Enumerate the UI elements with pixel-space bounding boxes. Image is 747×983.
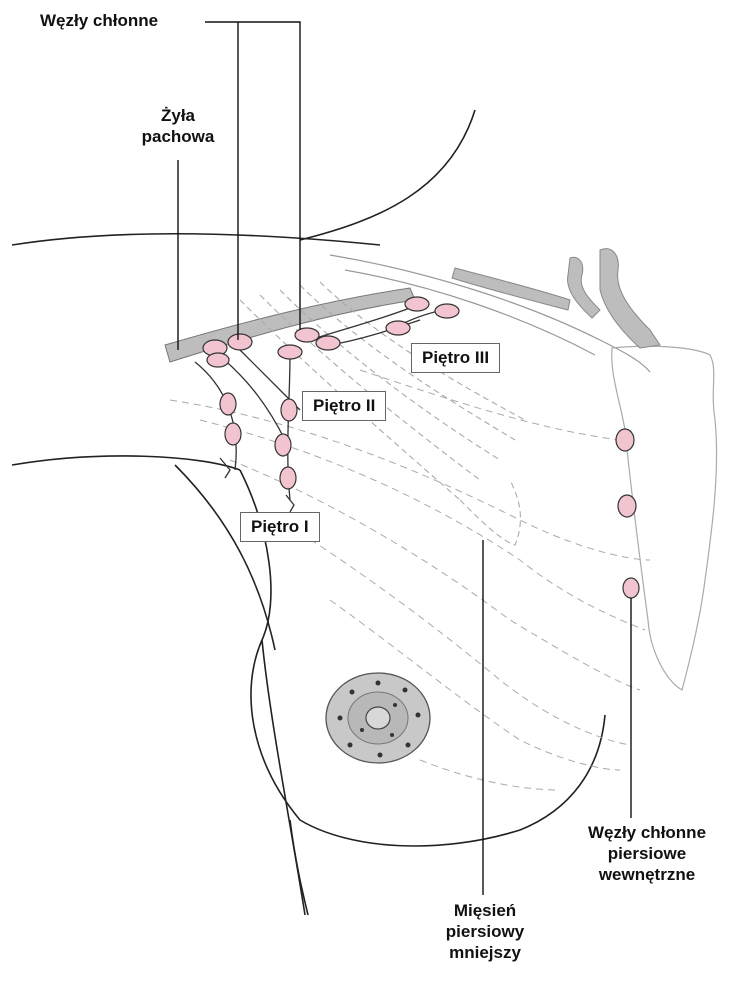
level-3-box: Piętro III [411, 343, 500, 373]
lymph-node [207, 353, 229, 367]
pectoralis-minor-label: Mięsień piersiowy mniejszy [440, 900, 530, 963]
lymph-node [275, 434, 291, 456]
axillary-vein-line-2: pachowa [133, 126, 223, 147]
pectoralis-minor-line-3: mniejszy [440, 942, 530, 963]
lymph-nodes-text: Węzły chłonne [40, 10, 158, 31]
lymph-nodes-label: Węzły chłonne [40, 10, 158, 31]
axillary-vein-line-1: Żyła [133, 105, 223, 126]
pectoralis-minor-line-1: Mięsień [440, 900, 530, 921]
leader-lines [178, 22, 631, 895]
level-1-text: Piętro I [251, 517, 309, 536]
lymph-node [295, 328, 319, 342]
pectoralis-minor-line-2: piersiowy [440, 921, 530, 942]
lymph-node [405, 297, 429, 311]
internal-mammary-line-3: wewnętrzne [567, 864, 727, 885]
internal-mammary-nodes-label: Węzły chłonne piersiowe wewnętrzne [567, 822, 727, 885]
level-3-text: Piętro III [422, 348, 489, 367]
lymph-node [225, 423, 241, 445]
lymph-node [281, 399, 297, 421]
lymph-node [280, 467, 296, 489]
axillary-vein-label: Żyła pachowa [133, 105, 223, 147]
lymph-node [435, 304, 459, 318]
lymph-node [386, 321, 410, 335]
internal-mammary-line-1: Węzły chłonne [567, 822, 727, 843]
lymph-node [618, 495, 636, 517]
level-1-box: Piętro I [240, 512, 320, 542]
sternum [612, 346, 717, 690]
level-2-text: Piętro II [313, 396, 375, 415]
areola [326, 673, 430, 763]
lymph-node [616, 429, 634, 451]
internal-mammary-line-2: piersiowe [567, 843, 727, 864]
lymph-node [623, 578, 639, 598]
lymph-node [278, 345, 302, 359]
level-2-box: Piętro II [302, 391, 386, 421]
lymph-node [228, 334, 252, 350]
nipple [366, 707, 390, 729]
lymph-node [220, 393, 236, 415]
great-vessels [452, 249, 660, 348]
lymph-node [316, 336, 340, 350]
